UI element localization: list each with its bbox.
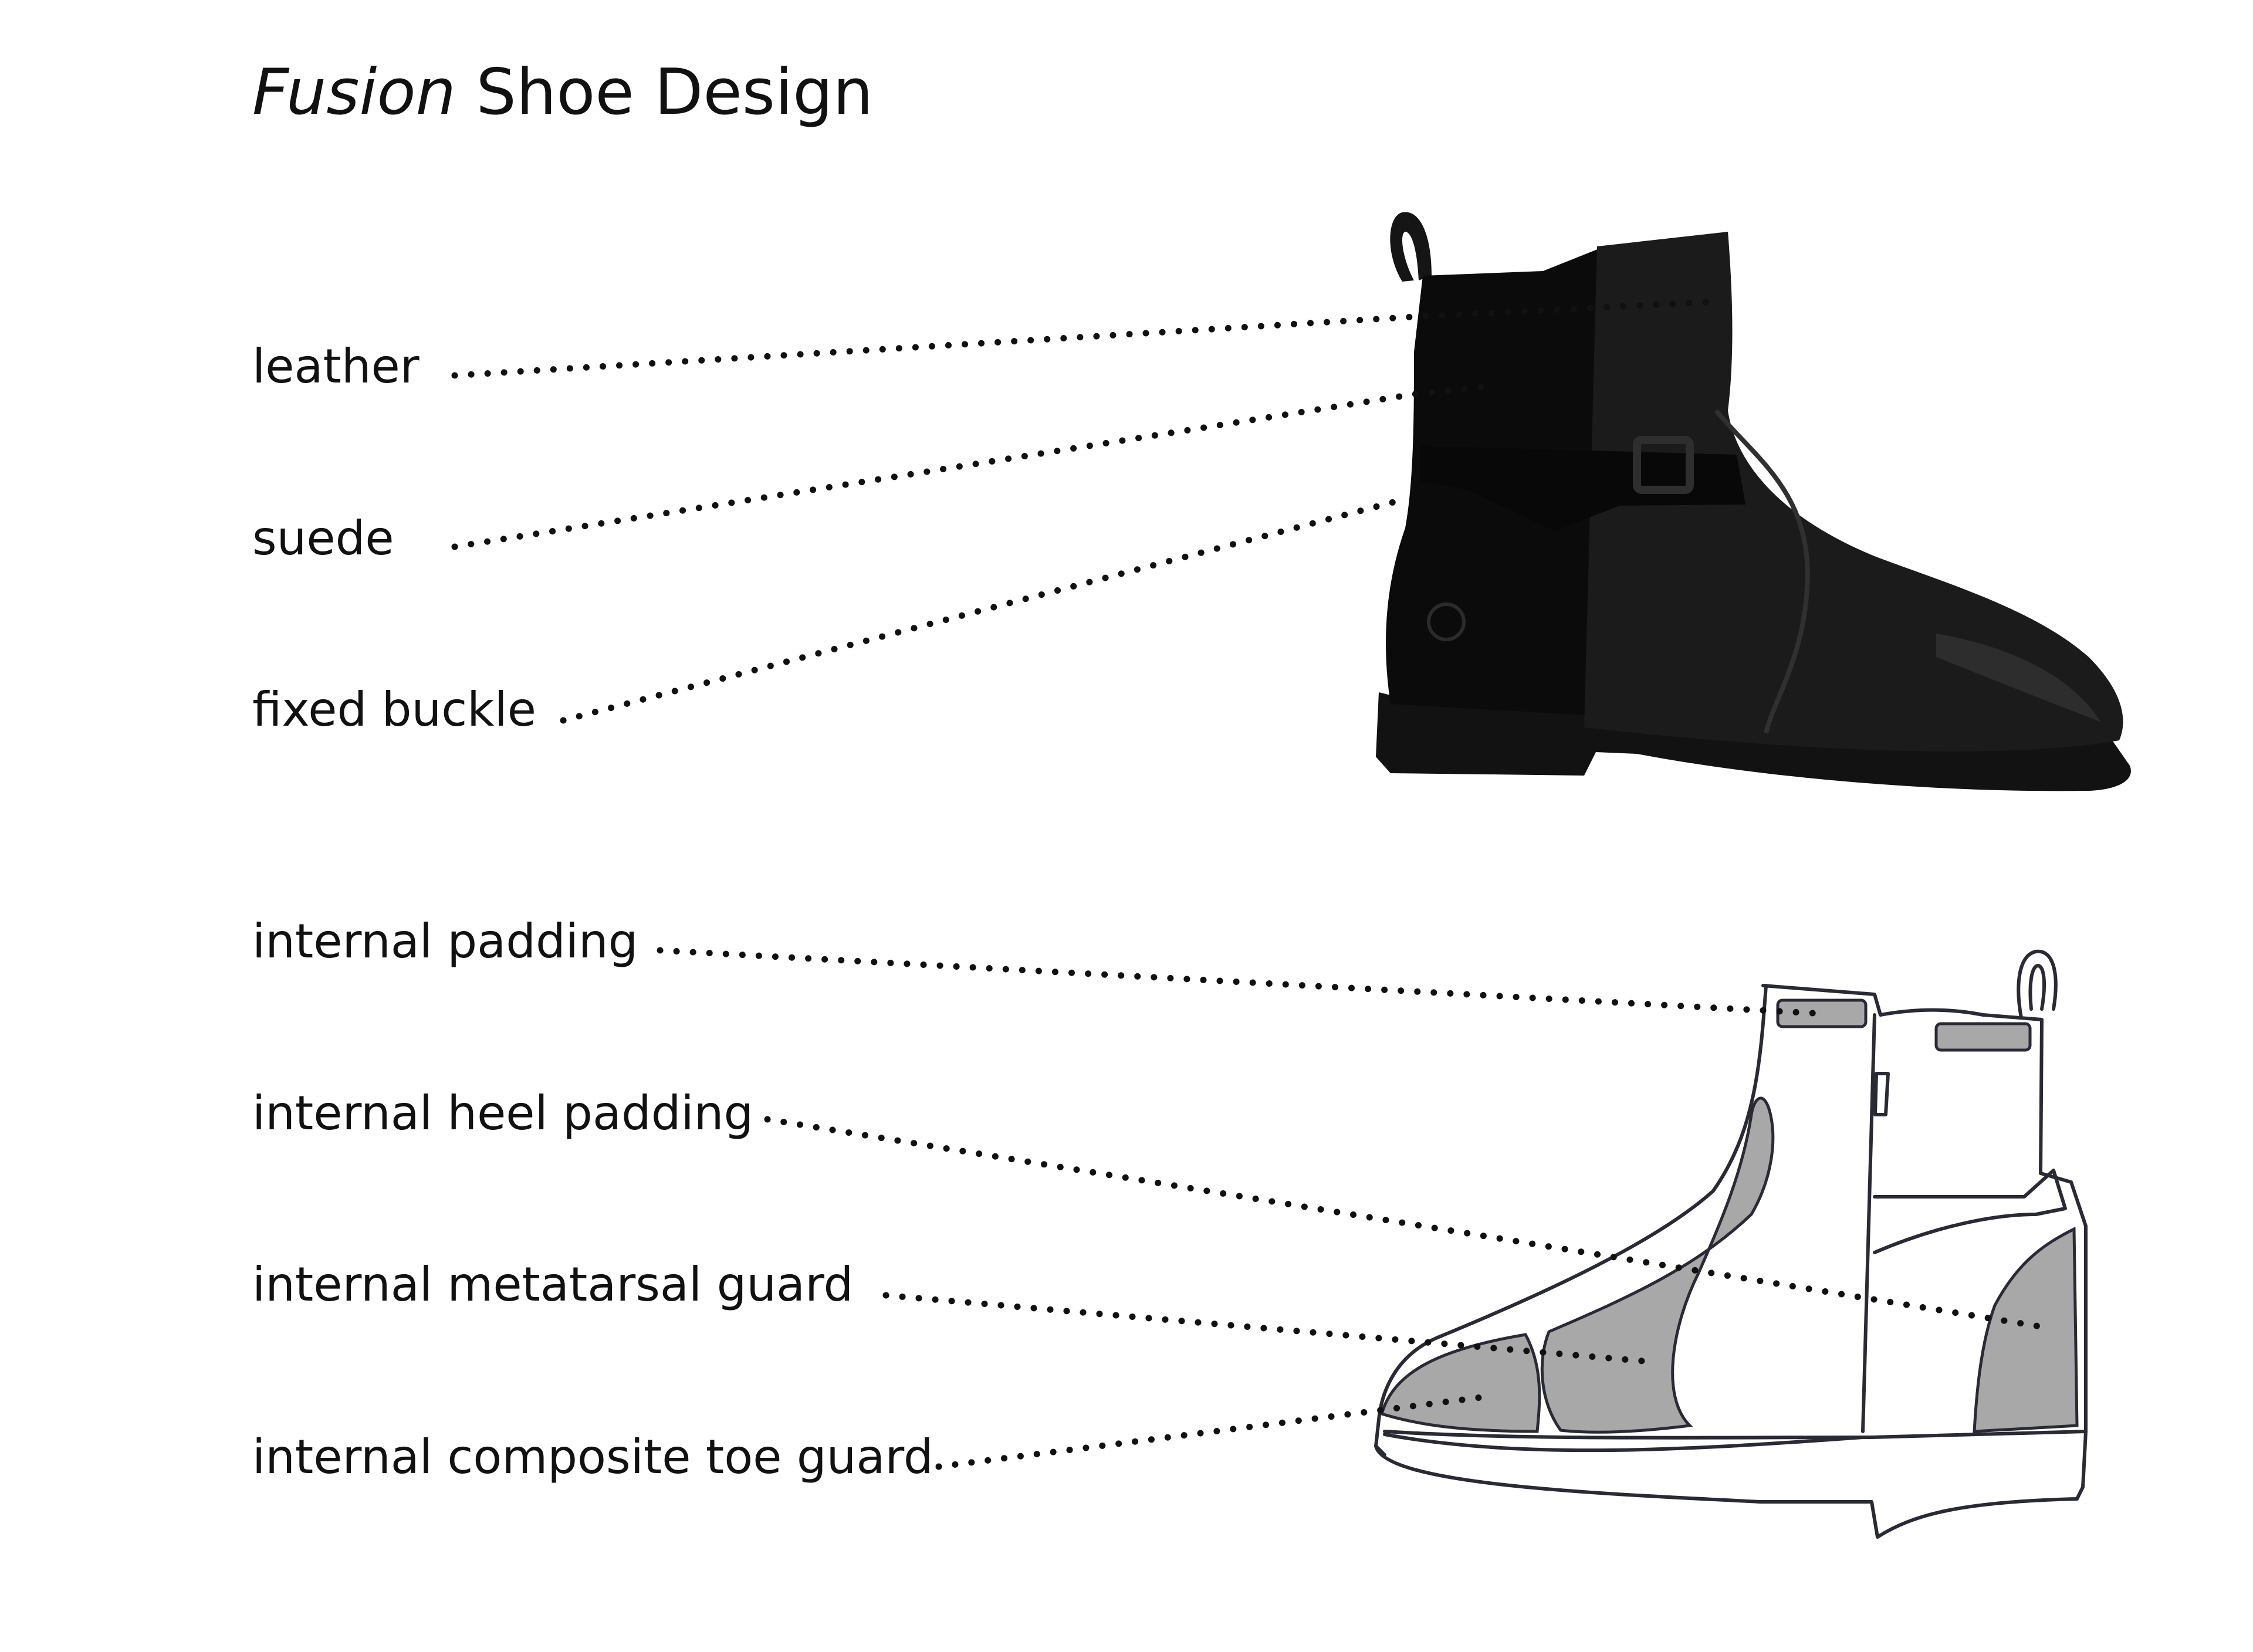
label-internal-heel-padding: internal heel padding <box>252 1086 754 1140</box>
label-fixed-buckle: fixed buckle <box>252 682 536 737</box>
leader-leather <box>451 299 1711 379</box>
schematic-vamp <box>1374 1189 1715 1457</box>
leader-internal-padding <box>657 947 1816 1017</box>
label-suede: suede <box>252 511 394 566</box>
leader-internal-heel-padding <box>764 1116 2054 1332</box>
leader-internal-composite-toe-guard <box>935 1393 1494 1470</box>
label-leather: leather <box>252 339 420 394</box>
boot-logo <box>1427 602 1466 641</box>
leader-lines <box>451 299 2054 1470</box>
boot-seam <box>1714 409 1810 734</box>
internal-metatarsal-guard <box>1540 1096 1775 1434</box>
boot-schematic <box>1374 949 2088 1539</box>
label-internal-composite-toe-guard: internal composite toe guard <box>252 1430 933 1484</box>
leader-internal-metatarsal-guard <box>882 1292 1646 1365</box>
schematic-pull-tab <box>2017 949 2058 1020</box>
page-title: Fusion Shoe Design <box>252 56 873 129</box>
title-rest: Shoe Design <box>476 56 874 129</box>
leader-fixed-buckle <box>560 496 1406 724</box>
label-internal-padding: internal padding <box>252 914 638 969</box>
boot-strap <box>1420 446 1745 531</box>
schematic-strap <box>1873 1169 2067 1254</box>
boot-photo <box>1376 212 2131 791</box>
boot-toe-highlight <box>1936 634 2100 722</box>
boot-leather-body <box>1584 232 2123 751</box>
schematic-zipper <box>1861 1013 1876 1433</box>
boot-buckle <box>1633 436 1694 494</box>
internal-composite-toe-guard <box>1379 1333 1541 1433</box>
schematic-shaft <box>1761 984 2088 1433</box>
schematic-sole <box>1374 1430 2088 1539</box>
leader-suede <box>451 382 1494 550</box>
internal-padding-front <box>1776 998 1868 1028</box>
boot-pull-tab <box>1390 212 1432 282</box>
title-brand: Fusion <box>252 56 456 129</box>
internal-heel-padding <box>1973 1226 2079 1433</box>
schematic-paddings <box>1379 998 2079 1434</box>
internal-padding-back <box>1934 1022 2032 1052</box>
label-internal-metatarsal-guard: internal metatarsal guard <box>252 1257 854 1312</box>
